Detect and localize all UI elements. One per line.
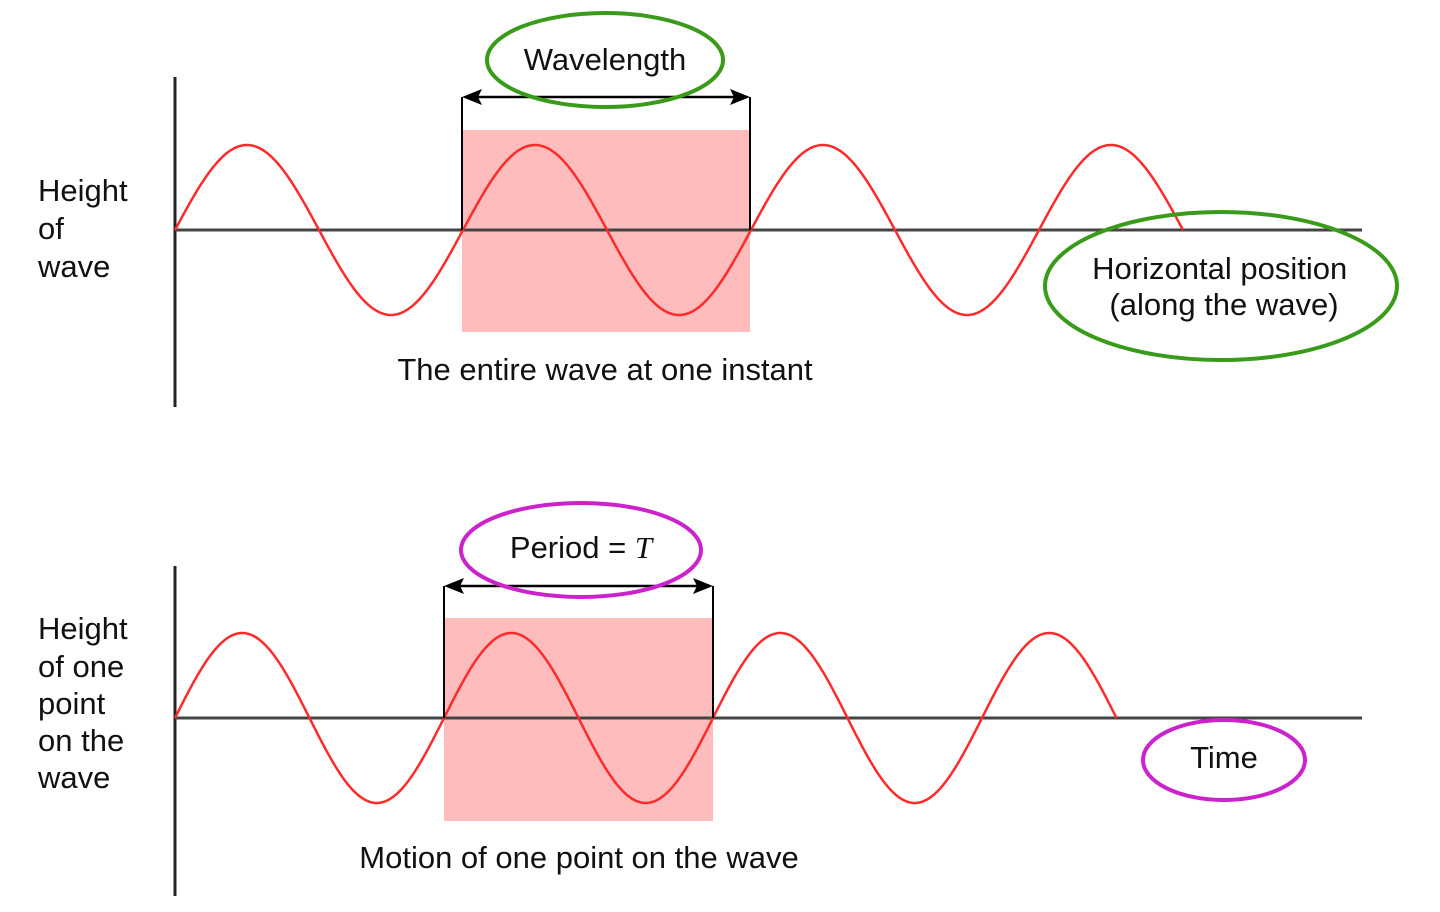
bottom-arrowhead-left (444, 578, 464, 594)
bottom-y-axis-label-line-1: Height (38, 611, 128, 646)
top-panel: Wavelength Horizontal position (along th… (37, 11, 1399, 407)
top-y-axis-label: Height of wave (37, 173, 136, 284)
top-wave-curve (173, 143, 1185, 317)
top-x-axis-label-line-1: Horizontal position (1092, 251, 1347, 286)
wavelength-label: Wavelength (524, 42, 687, 77)
bottom-y-axis-label-line-5: wave (37, 760, 110, 795)
bottom-panel: Period = T Time Height of one point on t… (37, 501, 1362, 896)
bottom-y-axis-label-line-2: of one (38, 649, 124, 684)
bottom-y-axis-label-line-4: on the (38, 723, 124, 758)
period-label-prefix: Period = (510, 530, 635, 565)
time-ring (1141, 718, 1307, 802)
bottom-y-axis-label: Height of one point on the wave (37, 611, 136, 795)
wavelength-ring (485, 11, 725, 109)
top-y-axis-label-line-3: wave (37, 249, 110, 284)
period-ring (459, 501, 703, 599)
top-caption: The entire wave at one instant (397, 352, 813, 387)
horizontal-position-ring (1043, 210, 1399, 362)
bottom-caption: Motion of one point on the wave (359, 840, 798, 875)
top-x-axis-label: Horizontal position (along the wave) (1092, 251, 1356, 322)
top-arrowhead-left (462, 89, 482, 105)
top-x-axis-label-line-2: (along the wave) (1109, 287, 1338, 322)
bottom-y-axis-label-line-3: point (38, 686, 106, 721)
time-label: Time (1190, 740, 1258, 775)
top-y-axis-label-line-2: of (38, 211, 64, 246)
bottom-wave-curve (173, 631, 1118, 805)
top-y-axis-label-line-1: Height (38, 173, 128, 208)
period-symbol: T (635, 530, 655, 565)
top-arrowhead-right (730, 89, 750, 105)
period-label: Period = T (510, 530, 655, 565)
bottom-arrowhead-right (693, 578, 713, 594)
